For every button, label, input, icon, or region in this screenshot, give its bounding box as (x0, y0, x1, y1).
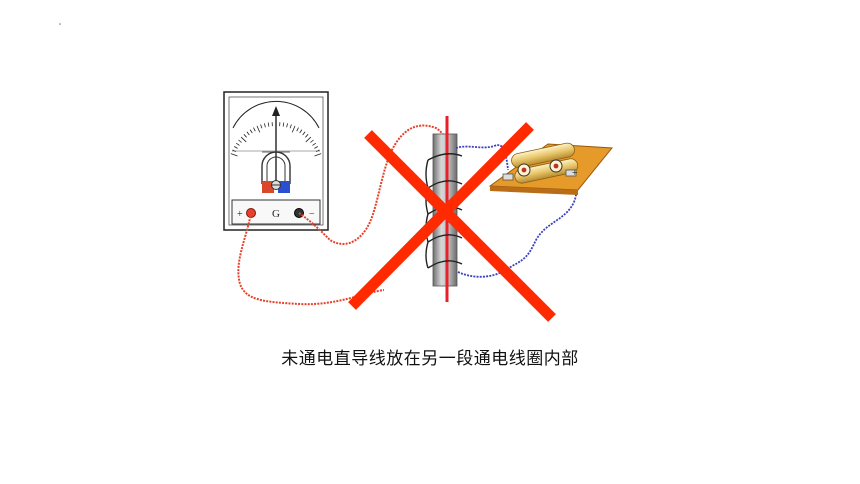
cross-mark-icon (348, 122, 556, 322)
dial-tick (305, 136, 312, 143)
dial-tick (312, 142, 317, 146)
dial-tick (286, 123, 288, 128)
dial-tick (260, 124, 263, 129)
dial-tick (243, 134, 247, 138)
magnet-north (262, 181, 274, 193)
dial-tick (314, 146, 318, 149)
galvanometer-symbol: G (272, 208, 280, 220)
dial-tick (240, 136, 247, 143)
caption: 未通电直导线放在另一段通电线圈内部 (281, 349, 579, 369)
battery-plus-label: + (572, 168, 578, 179)
galvanometer-icon: + G − (223, 91, 329, 231)
magnet-south (278, 181, 290, 193)
corner-dot (59, 23, 61, 25)
blue-wire-bottom (457, 177, 578, 278)
dial-tick (253, 127, 256, 132)
dial-tick (238, 139, 242, 143)
red-wire-plus (237, 212, 385, 306)
dial-tick (264, 123, 266, 128)
dial-tick (230, 153, 238, 157)
dial-tick (302, 131, 306, 136)
dial-tick (256, 125, 261, 133)
dial-tick (249, 129, 253, 134)
dial-tick (305, 134, 309, 138)
dial-tick (291, 125, 296, 133)
battery-icon: + (488, 142, 613, 195)
dial-tick (246, 131, 250, 136)
dial-tick (267, 122, 270, 127)
plus-label: + (237, 209, 243, 220)
red-wire-minus (298, 124, 453, 245)
dial-tick (310, 139, 314, 143)
dial-tick (296, 127, 299, 132)
dial-tick (234, 146, 238, 149)
dial-tick (314, 153, 322, 157)
dial-tick (299, 129, 303, 134)
dial-tick (282, 122, 285, 127)
dial-tick (235, 142, 240, 146)
dial-tick (289, 124, 292, 129)
blue-wire-top (455, 144, 509, 171)
minus-label: − (309, 209, 315, 220)
dial-ticks (230, 122, 322, 157)
